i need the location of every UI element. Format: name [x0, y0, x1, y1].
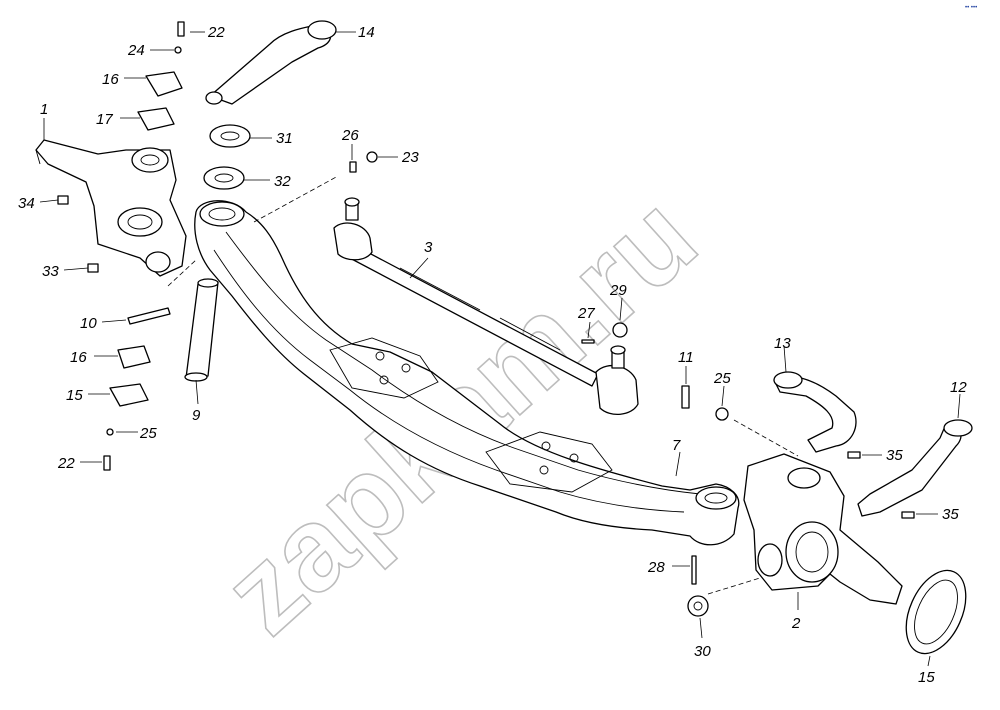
- callout-10: 10: [80, 315, 97, 332]
- callout-26: 26: [341, 127, 359, 144]
- callout-29: 29: [609, 282, 627, 299]
- steering-arm-12: [205, 20, 337, 105]
- callout-16-top: 17: [96, 111, 113, 128]
- callout-25-top: 24: [127, 42, 145, 59]
- axle-beam: [194, 200, 740, 546]
- callout-30: 30: [694, 643, 711, 660]
- callout-24: 25: [713, 370, 731, 387]
- assembly-lines: [167, 175, 799, 595]
- callout-28: 28: [647, 559, 665, 576]
- callout-33: 33: [42, 263, 59, 280]
- callout-35-bottom: 35: [942, 506, 959, 523]
- callouts: 22 24 16 17 1 34 33 10 16 15 25 22 9 14 …: [18, 24, 967, 686]
- callout-22-top: 22: [207, 24, 225, 41]
- callout-15-bottom: 15: [66, 387, 83, 404]
- small-parts: [57, 21, 915, 617]
- callout-11: 11: [678, 349, 694, 366]
- callout-15-top: 16: [102, 71, 119, 88]
- callout-32: 32: [274, 173, 291, 190]
- tie-rod: [333, 197, 639, 415]
- callout-3: 3: [424, 239, 433, 256]
- callout-22-bottom: 22: [57, 455, 75, 472]
- callout-35-top: 35: [886, 447, 903, 464]
- callout-7: 7: [672, 437, 681, 454]
- callout-16-bottom: 16: [70, 349, 87, 366]
- callout-2: 2: [791, 615, 801, 632]
- callout-23: 23: [401, 149, 419, 166]
- steering-arm-14: [773, 371, 857, 453]
- left-knuckle: [35, 139, 187, 277]
- callout-14: 13: [774, 335, 791, 352]
- callout-12: 14: [358, 24, 375, 41]
- callout-31: 31: [276, 130, 293, 147]
- king-pin: [184, 278, 219, 382]
- steering-arm-13: [857, 419, 973, 517]
- callout-25-bottom: 25: [139, 425, 157, 442]
- callout-1: 1: [40, 101, 48, 118]
- callout-27: 27: [577, 305, 595, 322]
- callout-34: 34: [18, 195, 35, 212]
- callout-17: 15: [918, 669, 935, 686]
- right-knuckle: [743, 453, 967, 655]
- callout-9: 9: [192, 407, 201, 424]
- callout-13: 12: [950, 379, 967, 396]
- logo: •• •••: [965, 5, 977, 11]
